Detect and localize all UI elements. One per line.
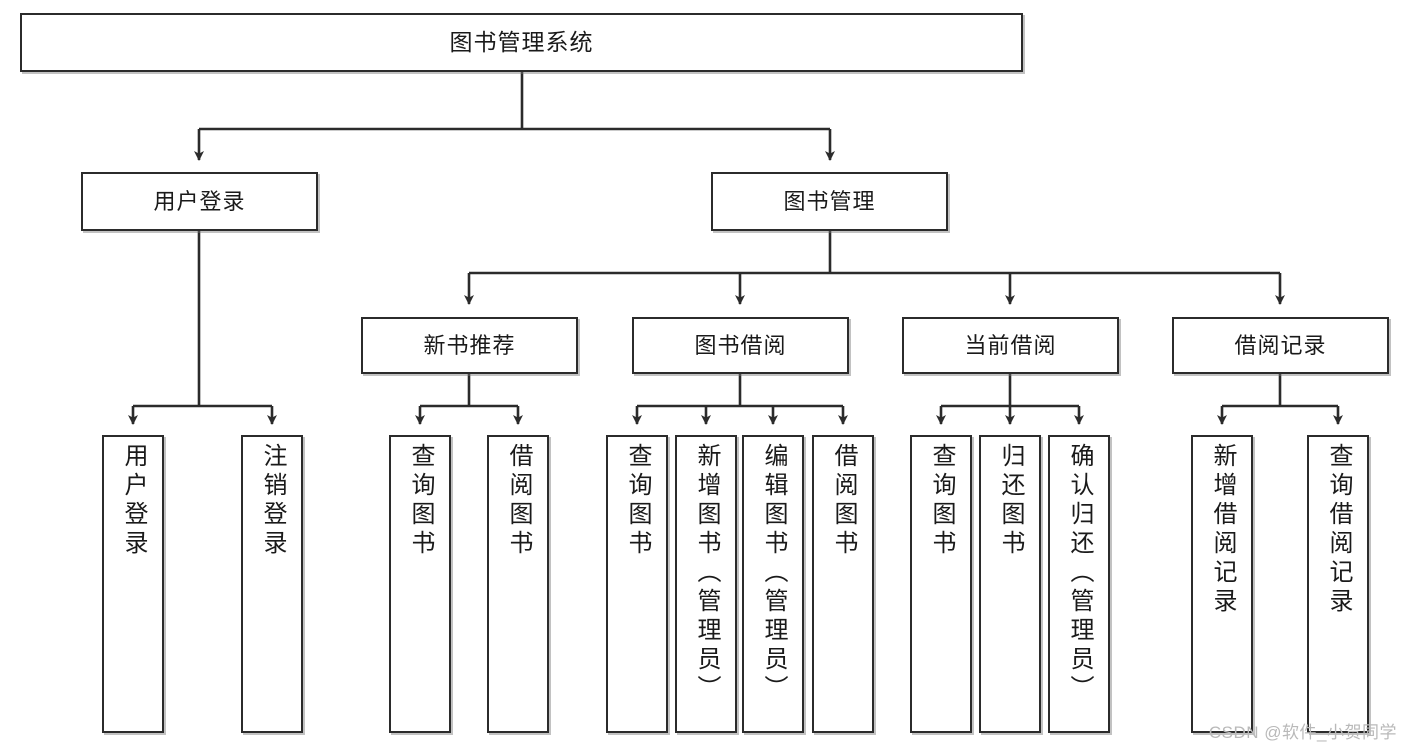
- node-book-borrow-label: 图书借阅: [694, 332, 787, 358]
- leaf-add-borrow-record[interactable]: 新增借阅记录: [1191, 435, 1253, 733]
- node-new-book-recommend-label: 新书推荐: [423, 332, 516, 358]
- node-current-borrow[interactable]: 当前借阅: [902, 317, 1119, 374]
- node-new-book-recommend[interactable]: 新书推荐: [361, 317, 578, 374]
- leaf-borrow-book-2-label: 借阅图书: [830, 443, 857, 559]
- node-book-borrow[interactable]: 图书借阅: [632, 317, 849, 374]
- node-root[interactable]: 图书管理系统: [20, 13, 1023, 72]
- node-borrow-record-label: 借阅记录: [1234, 332, 1327, 358]
- leaf-edit-book-admin-label: 编辑图书（管理员）: [760, 443, 787, 704]
- leaf-user-login[interactable]: 用户登录: [102, 435, 164, 733]
- leaf-add-borrow-record-label: 新增借阅记录: [1209, 443, 1236, 617]
- leaf-query-borrow-record-label: 查询借阅记录: [1325, 443, 1352, 617]
- node-book-management-label: 图书管理: [783, 188, 876, 214]
- leaf-edit-book-admin[interactable]: 编辑图书（管理员）: [742, 435, 804, 733]
- leaf-user-logout[interactable]: 注销登录: [241, 435, 303, 733]
- leaf-borrow-book-1[interactable]: 借阅图书: [487, 435, 549, 733]
- node-user-login[interactable]: 用户登录: [81, 172, 318, 231]
- node-current-borrow-label: 当前借阅: [964, 332, 1057, 358]
- leaf-query-book-1-label: 查询图书: [407, 443, 434, 559]
- leaf-query-book-1[interactable]: 查询图书: [389, 435, 451, 733]
- csdn-watermark: CSDN @软件_小贺同学: [1208, 723, 1397, 742]
- leaf-query-book-3[interactable]: 查询图书: [910, 435, 972, 733]
- node-user-login-label: 用户登录: [153, 188, 246, 214]
- leaf-user-logout-label: 注销登录: [259, 443, 286, 559]
- leaf-confirm-return-admin[interactable]: 确认归还（管理员）: [1048, 435, 1110, 733]
- leaf-add-book-admin-label: 新增图书（管理员）: [693, 443, 720, 704]
- leaf-confirm-return-admin-label: 确认归还（管理员）: [1066, 443, 1093, 704]
- node-book-management[interactable]: 图书管理: [711, 172, 948, 231]
- node-borrow-record[interactable]: 借阅记录: [1172, 317, 1389, 374]
- leaf-query-book-2-label: 查询图书: [624, 443, 651, 559]
- leaf-query-book-2[interactable]: 查询图书: [606, 435, 668, 733]
- leaf-return-book-label: 归还图书: [997, 443, 1024, 559]
- leaf-return-book[interactable]: 归还图书: [979, 435, 1041, 733]
- leaf-user-login-label: 用户登录: [120, 443, 147, 559]
- leaf-query-borrow-record[interactable]: 查询借阅记录: [1307, 435, 1369, 733]
- leaf-borrow-book-2[interactable]: 借阅图书: [812, 435, 874, 733]
- leaf-query-book-3-label: 查询图书: [928, 443, 955, 559]
- leaf-borrow-book-1-label: 借阅图书: [505, 443, 532, 559]
- node-root-label: 图书管理系统: [449, 28, 594, 55]
- leaf-add-book-admin[interactable]: 新增图书（管理员）: [675, 435, 737, 733]
